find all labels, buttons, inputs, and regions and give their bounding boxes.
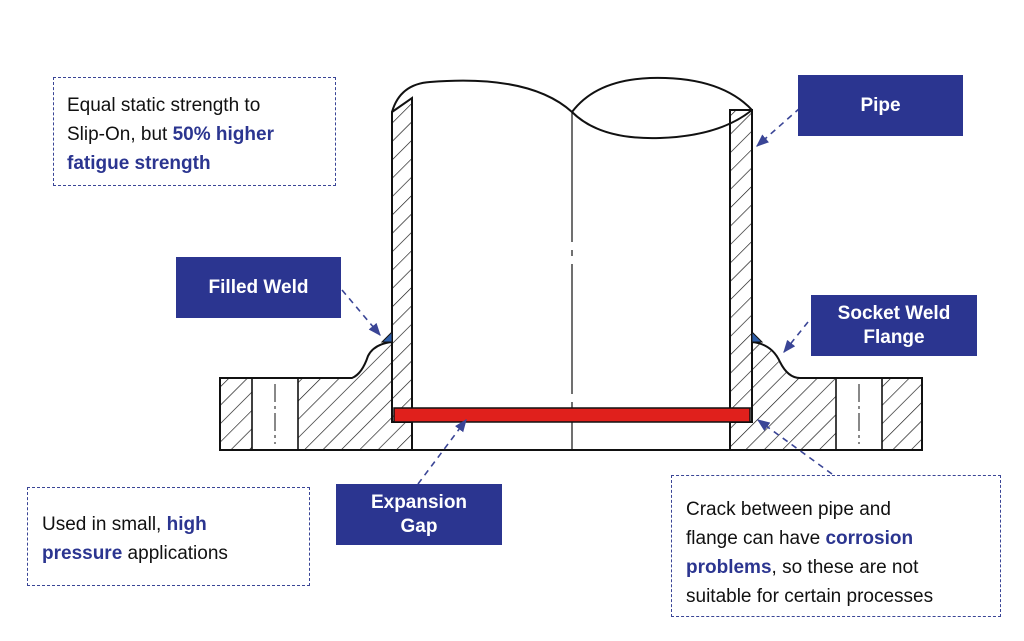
usage-highlight-pressure: pressure [42, 543, 123, 564]
crack-note-line4: suitable for certain processes [686, 586, 934, 607]
leader-filled-weld [341, 289, 381, 336]
leader-socket-weld-flange [783, 321, 809, 353]
pipe-break-line [391, 76, 753, 114]
usage-highlight-high: high [166, 514, 207, 535]
crack-highlight-problems: problems [686, 557, 772, 578]
flange-left-section [219, 340, 413, 451]
strength-note-line2: Slip-On, but 50% higher [67, 124, 274, 145]
expansion-gap [393, 407, 751, 423]
expansion-gap-label-line1: Expansion [370, 491, 468, 513]
filled-weld-label-text: Filled Weld [208, 276, 309, 298]
socket-weld-flange-label-line1: Socket Weld [837, 302, 951, 324]
filled-weld-right [751, 330, 764, 343]
socket-weld-flange-label-line2: Flange [863, 326, 925, 348]
crack-note: Crack between pipe and flange can have c… [671, 475, 1001, 617]
socket-weld-flange-label: Socket Weld Flange [811, 295, 977, 356]
strength-note-line3: fatigue strength [67, 153, 211, 174]
strength-note: Equal static strength to Slip-On, but 50… [53, 77, 336, 186]
pipe-wall-right [729, 109, 753, 423]
usage-note-line1: Used in small, high [42, 514, 207, 535]
usage-note-line2: pressure applications [42, 543, 228, 564]
pipe-label-text: Pipe [860, 94, 901, 116]
usage-note: Used in small, high pressure application… [27, 487, 310, 586]
filled-weld-label: Filled Weld [176, 257, 341, 318]
crack-note-line2: flange can have corrosion [686, 528, 914, 549]
flange-body [219, 340, 923, 451]
strength-note-line1: Equal static strength to [67, 95, 261, 116]
filled-weld-left [380, 330, 393, 343]
leader-expansion-gap [417, 418, 467, 485]
leader-pipe [756, 107, 801, 147]
expansion-gap-label: Expansion Gap [336, 484, 502, 545]
leader-crack [756, 419, 833, 475]
crack-note-line3: problems, so these are not [686, 557, 919, 578]
pipe [391, 76, 753, 450]
pipe-label: Pipe [798, 75, 963, 136]
crack-highlight-corrosion: corrosion [825, 528, 914, 549]
leader-lines [341, 107, 833, 485]
strength-highlight: 50% higher [172, 124, 274, 145]
expansion-gap-label-line2: Gap [400, 515, 438, 537]
crack-note-line1: Crack between pipe and [686, 499, 891, 520]
flange-right-section [729, 340, 923, 451]
pipe-wall-left [391, 96, 413, 423]
